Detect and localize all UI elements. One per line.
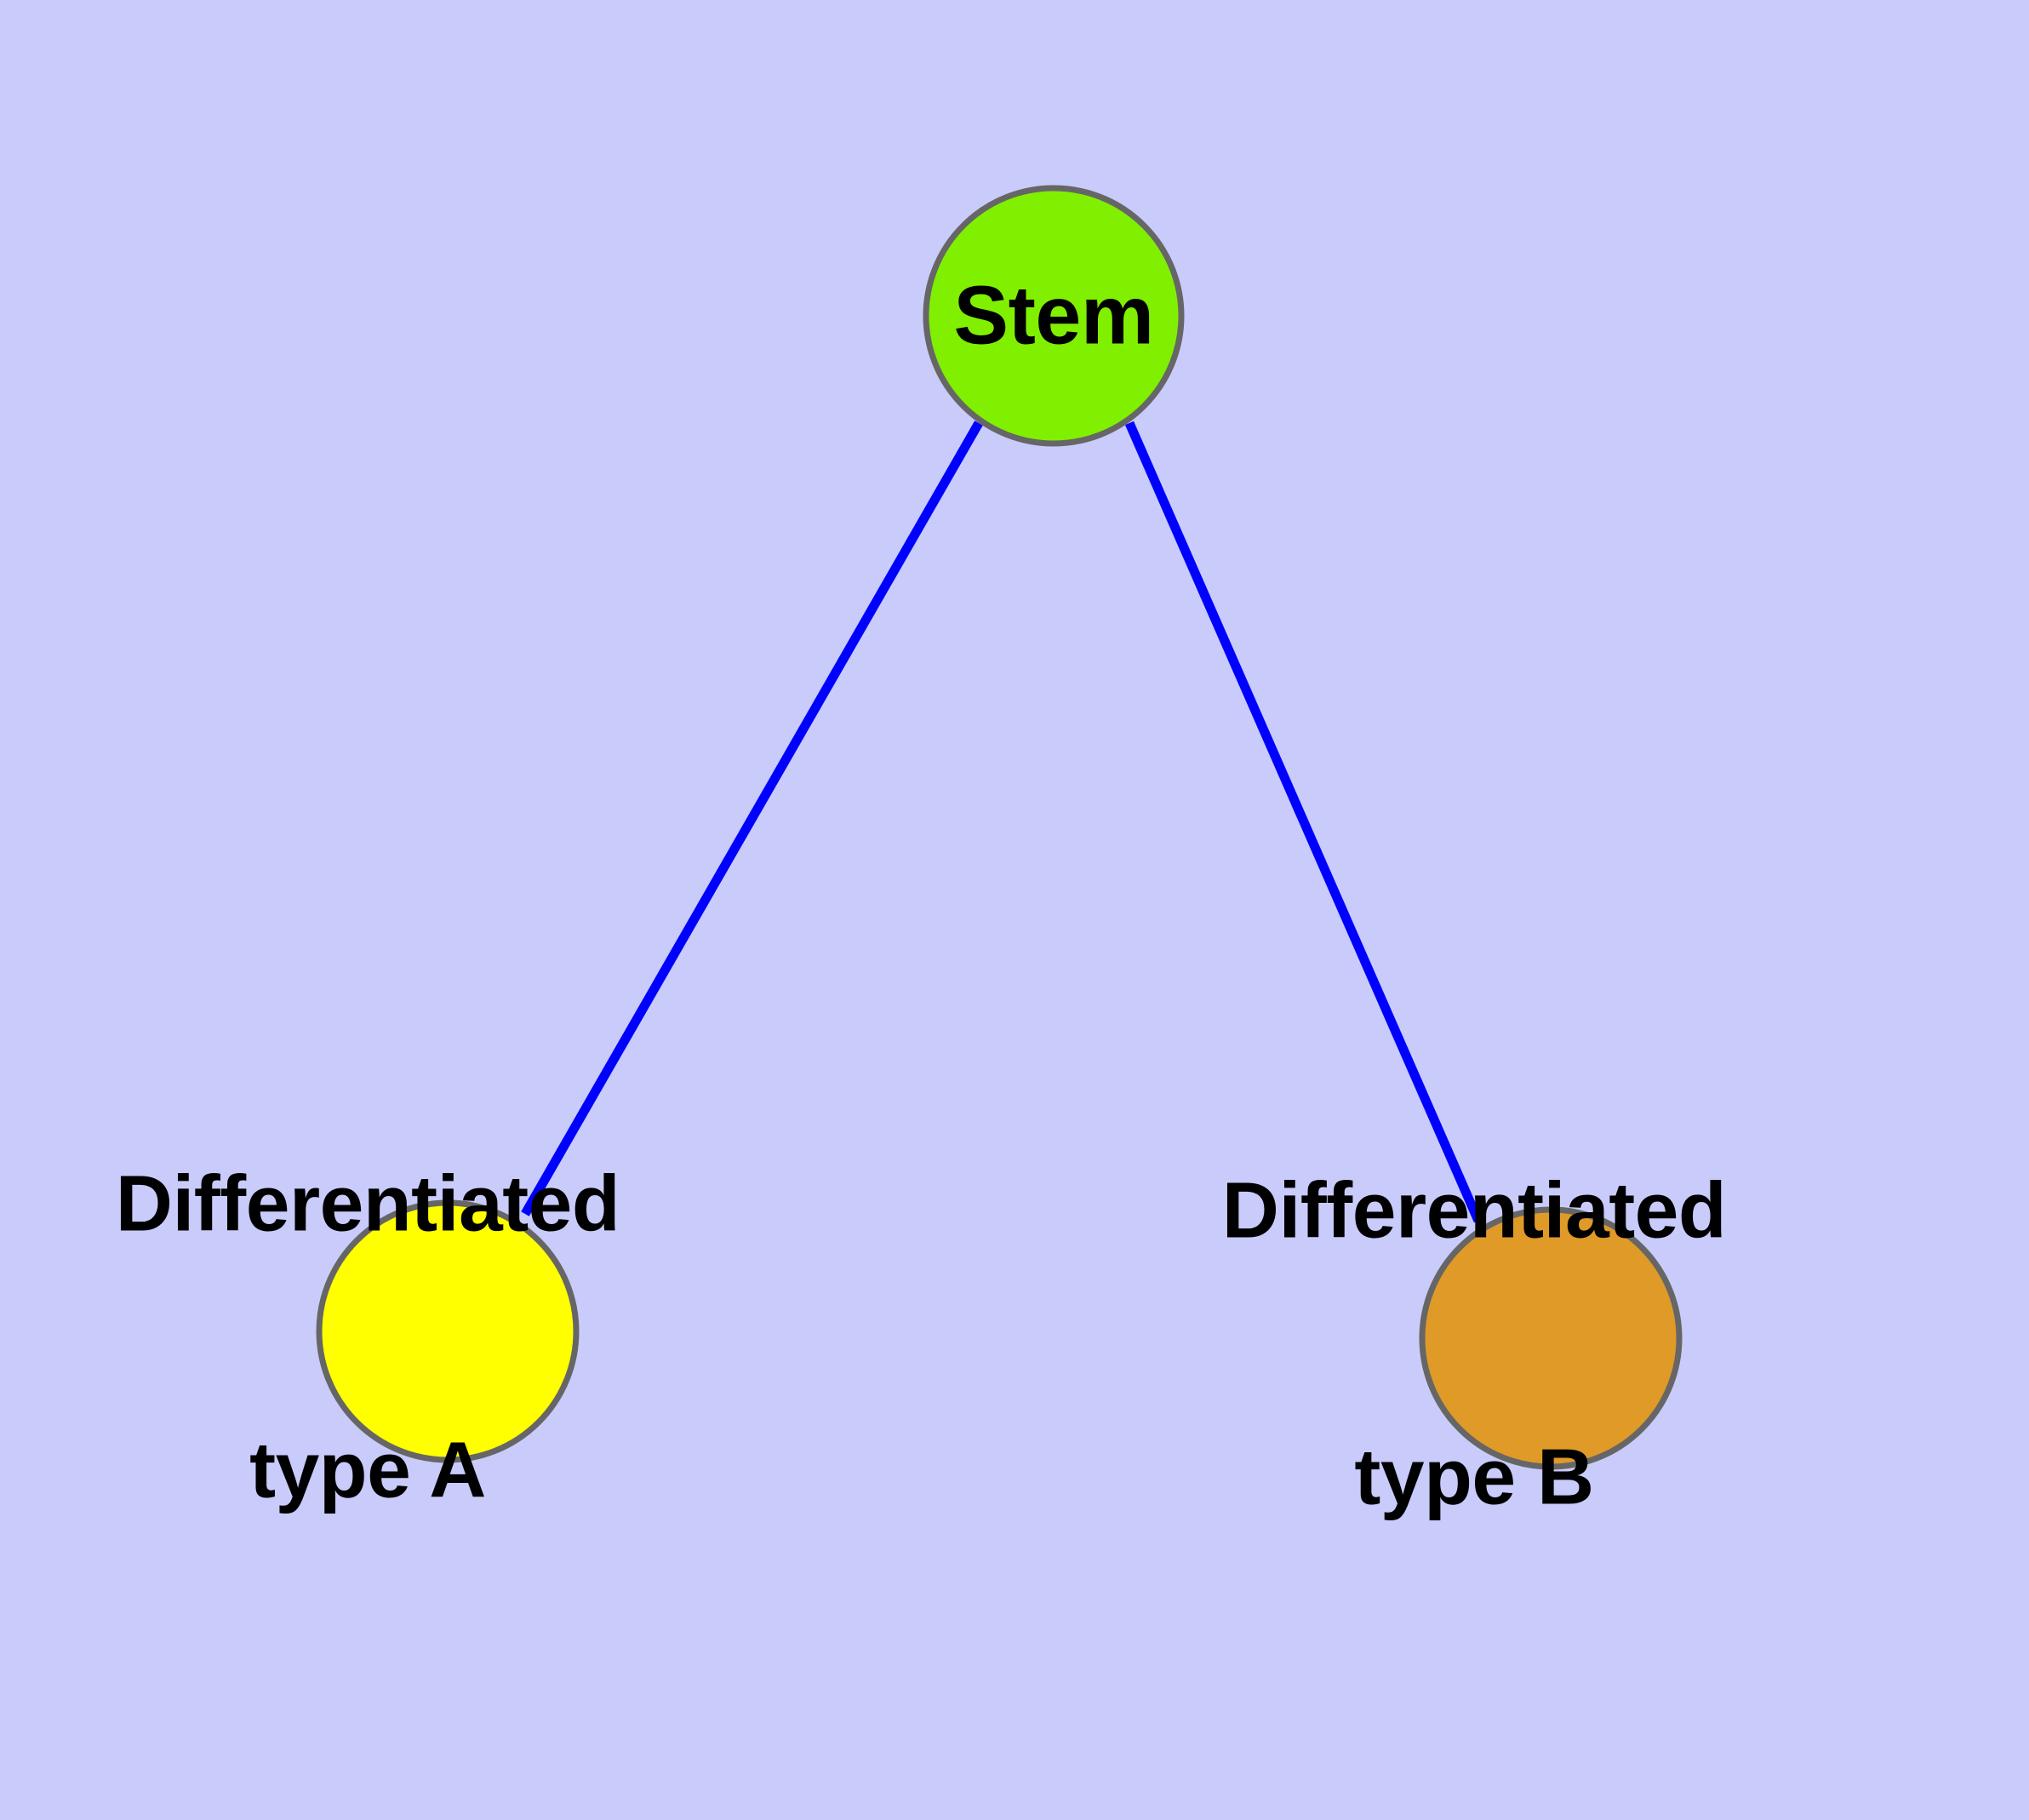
node-diff-a-circle[interactable]: [316, 1199, 580, 1463]
node-stem-circle[interactable]: [923, 185, 1185, 447]
edge-stem-to-diff-a: [521, 421, 983, 1216]
node-layer: [316, 185, 1683, 1470]
edge-stem-to-diff-b: [1124, 421, 1483, 1223]
node-diff-b-circle[interactable]: [1419, 1206, 1683, 1470]
edge-layer: [521, 421, 1483, 1223]
